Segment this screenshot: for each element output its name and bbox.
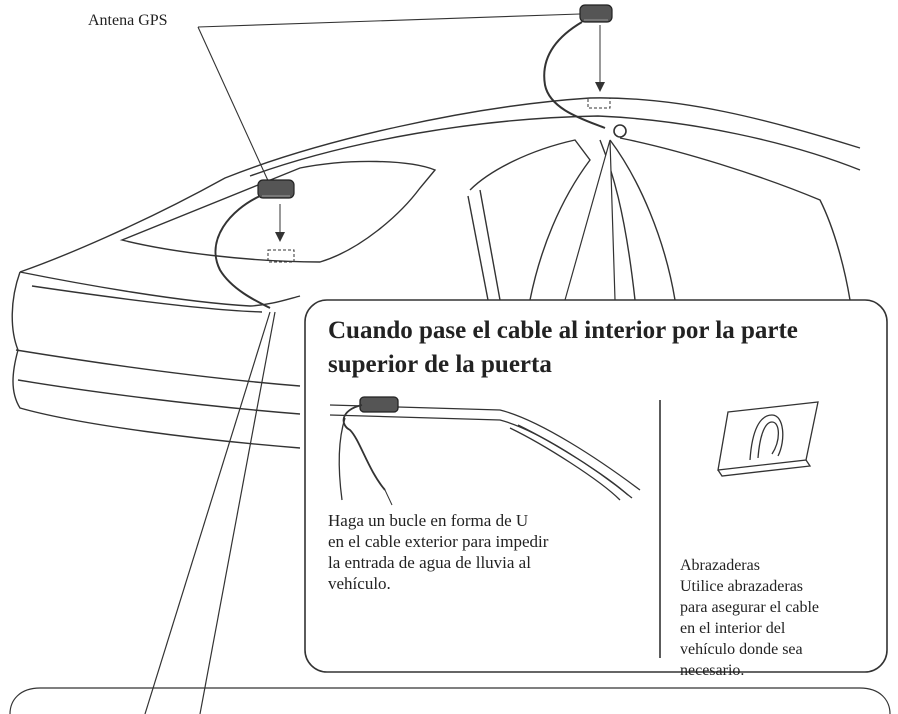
door-callout bbox=[304, 139, 888, 673]
gps-antenna-label: Antena GPS bbox=[88, 12, 168, 29]
trunk-callout-pointer bbox=[9, 311, 891, 714]
rear-door-window bbox=[469, 139, 591, 301]
trunk-line bbox=[19, 271, 301, 307]
gps-label-leaders bbox=[197, 13, 581, 186]
rear-lower-line bbox=[17, 379, 301, 415]
car-roof-inner-line bbox=[249, 115, 861, 177]
rear-bumper bbox=[11, 271, 301, 449]
callout-pointer bbox=[564, 139, 616, 301]
b-pillar bbox=[467, 195, 489, 301]
roof-antenna bbox=[543, 4, 627, 138]
clamps-label: Abrazaderas bbox=[680, 557, 760, 574]
rear-panel-line bbox=[15, 349, 301, 387]
clamp-icon bbox=[717, 401, 819, 477]
lower-callout-box-edge bbox=[9, 687, 891, 714]
callout-title: Cuando pase el cable al interior por la … bbox=[328, 317, 798, 378]
car-roof-line bbox=[19, 97, 861, 273]
car-outline bbox=[11, 97, 861, 449]
b-pillar-2 bbox=[479, 189, 501, 301]
u-loop-detail bbox=[329, 396, 641, 506]
trunk-antenna bbox=[214, 179, 295, 309]
trunk-lid bbox=[31, 285, 263, 313]
u-loop-instruction: Haga un bucle en forma de U en el cable … bbox=[328, 511, 549, 593]
rear-window bbox=[119, 160, 437, 263]
u-loop-roof bbox=[613, 124, 627, 138]
callout-box bbox=[304, 299, 888, 673]
front-door-window bbox=[609, 139, 676, 301]
clamps-instruction: Utilice abrazaderas para asegurar el cab… bbox=[680, 578, 820, 679]
front-door-frame bbox=[619, 137, 851, 301]
a-pillar bbox=[599, 139, 636, 301]
